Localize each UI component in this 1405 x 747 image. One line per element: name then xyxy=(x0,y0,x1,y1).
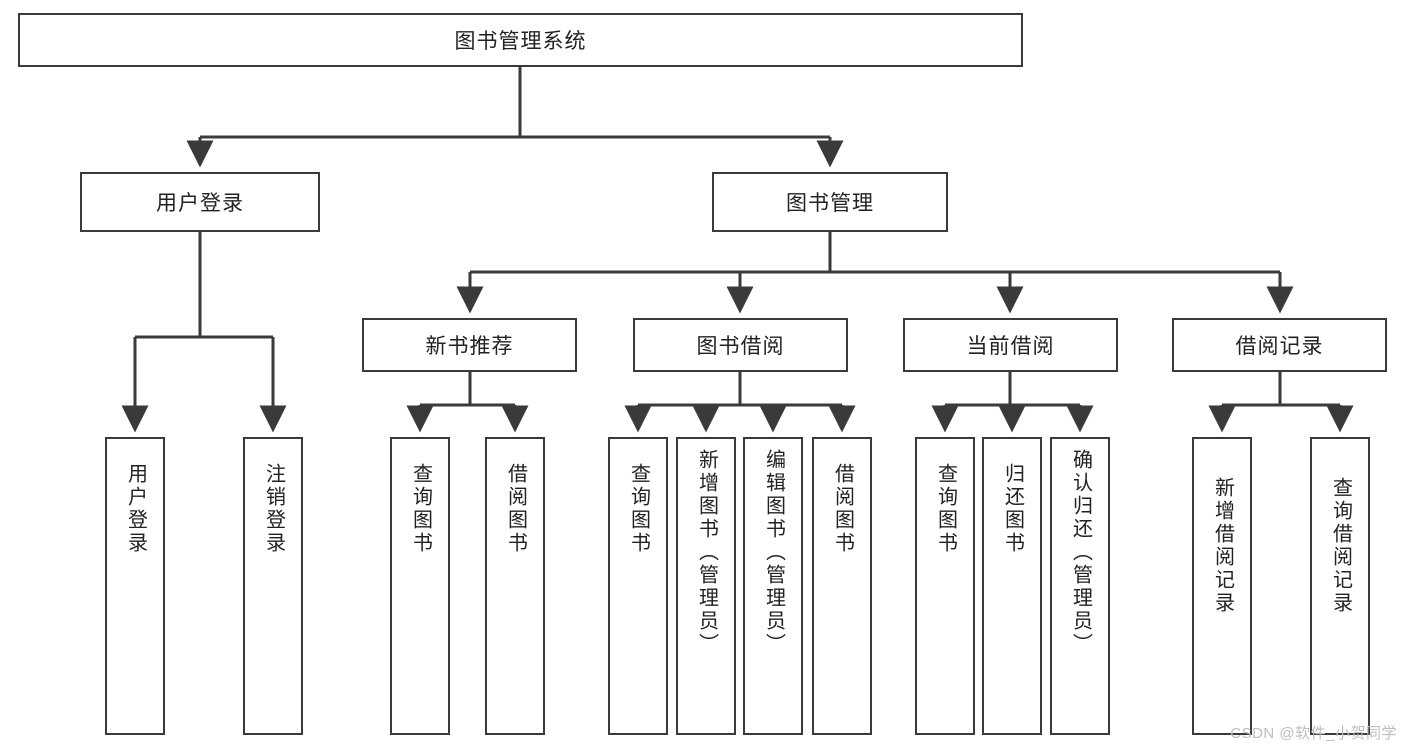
node-leaf-3[interactable]: 查询图书 xyxy=(390,437,450,735)
node-label: 查询图书 xyxy=(409,463,432,555)
node-leaf-6[interactable]: 新增图书（管理员） xyxy=(676,437,736,735)
node-label: 图书管理系统 xyxy=(454,30,587,53)
node-level2-4[interactable]: 借阅记录 xyxy=(1172,318,1387,372)
node-label: 查询图书 xyxy=(627,463,650,555)
node-leaf-9[interactable]: 查询图书 xyxy=(915,437,975,735)
node-leaf-12[interactable]: 新增借阅记录 xyxy=(1192,437,1252,735)
node-level2-1[interactable]: 新书推荐 xyxy=(362,318,577,372)
node-leaf-5[interactable]: 查询图书 xyxy=(608,437,668,735)
node-level1-2[interactable]: 图书管理 xyxy=(712,172,948,232)
node-level2-2[interactable]: 图书借阅 xyxy=(633,318,848,372)
node-label: 查询图书 xyxy=(934,463,957,555)
node-label: 图书借阅 xyxy=(696,335,785,358)
node-label: 查询借阅记录 xyxy=(1329,477,1352,615)
node-label: 注销登录 xyxy=(262,463,285,555)
node-leaf-13[interactable]: 查询借阅记录 xyxy=(1310,437,1370,735)
node-leaf-10[interactable]: 归还图书 xyxy=(982,437,1042,735)
node-leaf-11[interactable]: 确认归还（管理员） xyxy=(1050,437,1110,735)
watermark-label: CSDN @软件_小贺同学 xyxy=(1230,725,1397,742)
node-label: 借阅图书 xyxy=(831,463,854,555)
node-leaf-1[interactable]: 用户登录 xyxy=(105,437,165,735)
node-level1-1[interactable]: 用户登录 xyxy=(80,172,320,232)
node-label: 新增图书（管理员） xyxy=(695,449,718,656)
node-label: 借阅图书 xyxy=(504,463,527,555)
node-label: 新增借阅记录 xyxy=(1211,477,1234,615)
node-leaf-7[interactable]: 编辑图书（管理员） xyxy=(743,437,803,735)
node-label: 用户登录 xyxy=(156,192,244,215)
node-label: 归还图书 xyxy=(1001,463,1024,555)
node-label: 编辑图书（管理员） xyxy=(762,449,785,656)
node-root-book-management-system[interactable]: 图书管理系统 xyxy=(18,13,1023,67)
node-label: 用户登录 xyxy=(124,463,147,555)
node-label: 确认归还（管理员） xyxy=(1069,449,1092,656)
node-leaf-2[interactable]: 注销登录 xyxy=(243,437,303,735)
node-leaf-8[interactable]: 借阅图书 xyxy=(812,437,872,735)
node-label: 当前借阅 xyxy=(966,335,1055,358)
node-label: 新书推荐 xyxy=(425,335,514,358)
node-leaf-4[interactable]: 借阅图书 xyxy=(485,437,545,735)
node-label: 图书管理 xyxy=(786,192,874,215)
node-label: 借阅记录 xyxy=(1235,335,1324,358)
node-level2-3[interactable]: 当前借阅 xyxy=(903,318,1118,372)
